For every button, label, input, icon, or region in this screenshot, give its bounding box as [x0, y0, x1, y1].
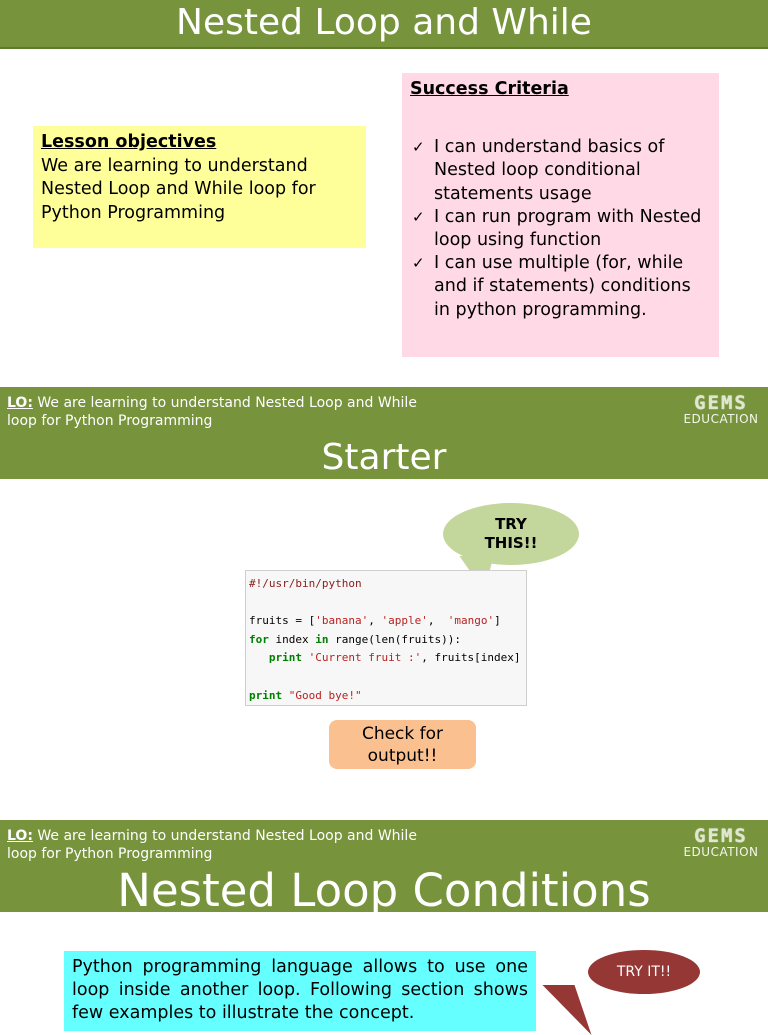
logo-subtitle: EDUCATION: [683, 845, 759, 859]
logo-mark: GEMS: [694, 392, 748, 414]
criteria-item: ✓I can understand basics of Nested loop …: [412, 137, 665, 204]
logo-subtitle: EDUCATION: [683, 412, 759, 426]
learning-objective: LO: We are learning to understand Nested…: [7, 828, 417, 862]
lesson-objectives-heading: Lesson objectives: [41, 132, 217, 152]
checkmark-icon: ✓: [412, 138, 425, 157]
slide1-title-bar: Nested Loop and While: [0, 0, 768, 49]
check-output-box: Check for output!!: [329, 720, 476, 769]
criteria-item: ✓I can run program with Nested loop usin…: [412, 206, 702, 251]
slide2-header-bar: LO: We are learning to understand Nested…: [0, 387, 768, 479]
slide3-header-bar: LO: We are learning to understand Nested…: [0, 820, 768, 912]
learning-objective: LO: We are learning to understand Nested…: [7, 395, 417, 429]
try-it-bubble: TRY IT!!: [588, 950, 700, 994]
lesson-objectives-text: We are learning to understand Nested Loo…: [41, 155, 316, 223]
code-snippet: #!/usr/bin/python fruits = ['banana', 'a…: [245, 570, 527, 706]
checkmark-icon: ✓: [412, 207, 425, 226]
slide2-title: Starter: [321, 437, 447, 478]
gems-education-logo: GEMS EDUCATION: [682, 825, 760, 859]
criteria-item: ✓I can use multiple (for, while and if s…: [412, 253, 691, 320]
explanation-box: Python programming language allows to us…: [64, 951, 536, 1031]
speech-bubble-tail: [542, 985, 610, 1035]
lesson-objectives-box: Lesson objectives We are learning to und…: [33, 126, 366, 248]
logo-mark: GEMS: [694, 825, 748, 847]
success-criteria-box: Success Criteria ✓I can understand basic…: [402, 73, 719, 357]
slide1-title: Nested Loop and While: [176, 2, 592, 43]
success-criteria-heading: Success Criteria: [410, 79, 569, 99]
gems-education-logo: GEMS EDUCATION: [682, 392, 760, 426]
checkmark-icon: ✓: [412, 254, 425, 273]
success-criteria-list: ✓I can understand basics of Nested loop …: [410, 136, 711, 322]
slide3-title: Nested Loop Conditions: [117, 864, 651, 917]
try-this-bubble: TRY THIS!!: [443, 503, 579, 565]
